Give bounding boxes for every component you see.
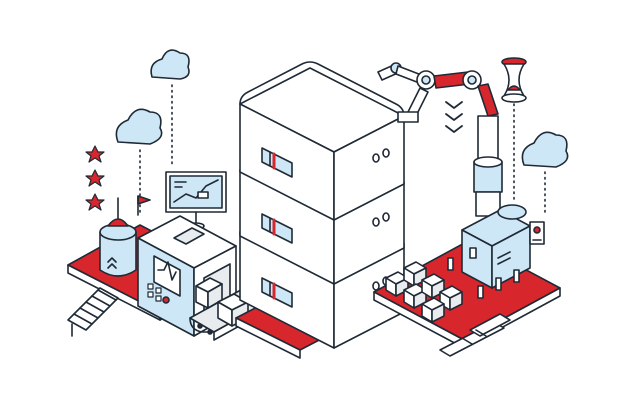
chart-line-icon xyxy=(173,179,219,203)
robot-arm xyxy=(377,62,503,217)
cube-cluster xyxy=(385,261,463,323)
star-icon xyxy=(85,193,105,211)
storage-tank xyxy=(99,197,137,277)
flag-icon xyxy=(137,195,151,216)
cloud-icon xyxy=(521,131,569,168)
chevron-down-icon xyxy=(445,101,463,133)
bollards xyxy=(447,257,520,299)
monitor xyxy=(165,171,227,230)
cloud-icon xyxy=(150,49,190,80)
star-icon xyxy=(85,169,105,187)
processing-unit xyxy=(461,204,545,289)
hourglass-icon xyxy=(501,57,527,103)
ramp xyxy=(439,313,511,357)
stairs xyxy=(67,287,119,337)
server-rack-top xyxy=(239,61,405,221)
cloud-icon xyxy=(115,108,163,145)
star-icon xyxy=(85,145,105,163)
